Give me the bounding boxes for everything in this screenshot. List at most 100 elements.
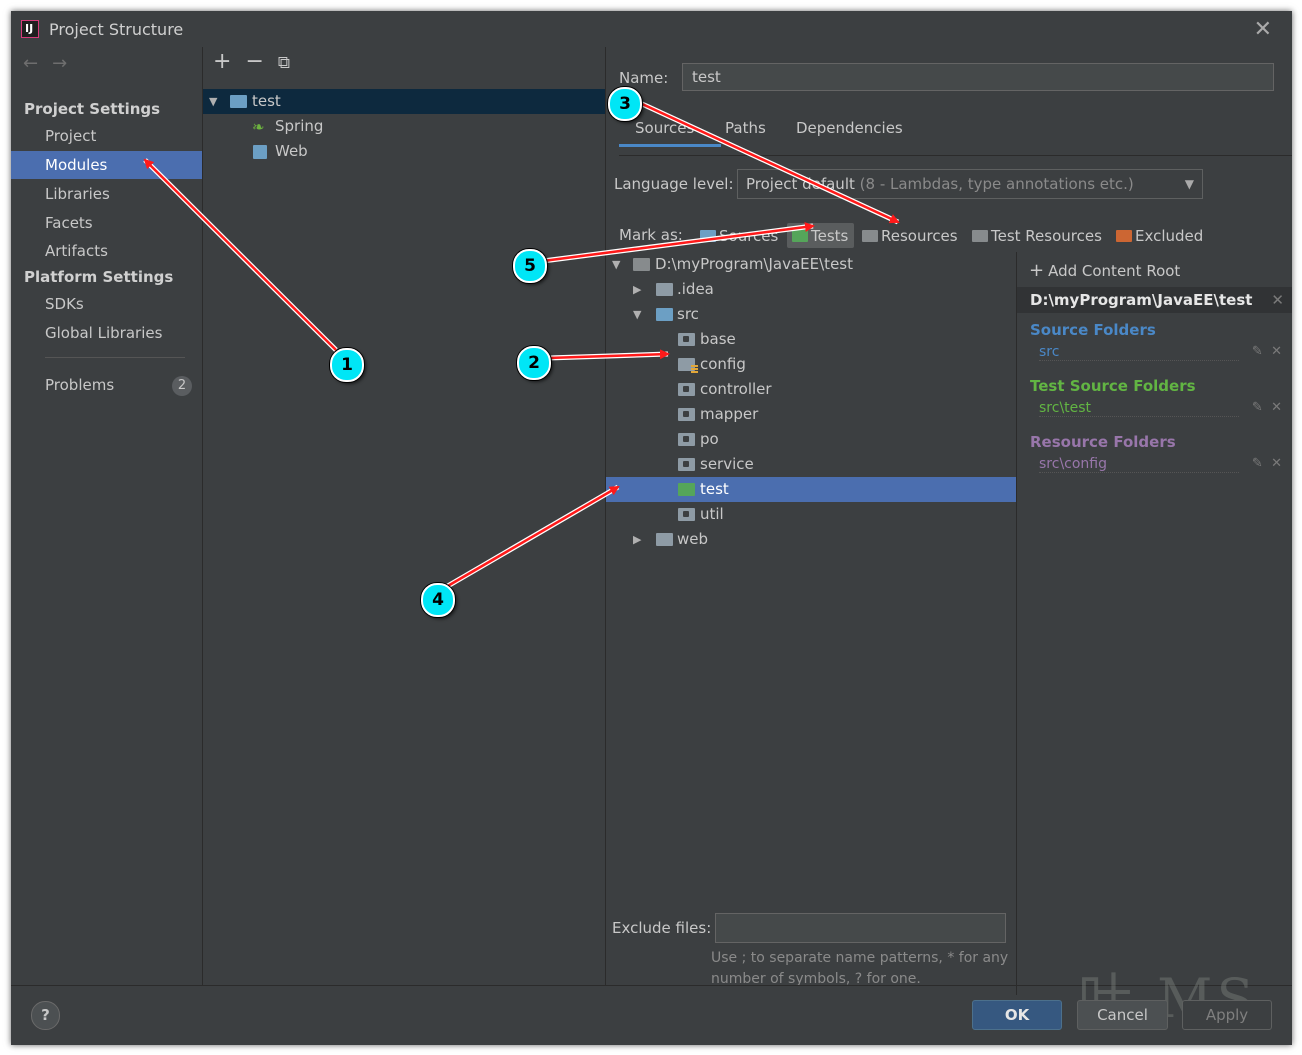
tree-item-mapper[interactable]: mapper bbox=[606, 402, 1016, 427]
tree-label: controller bbox=[700, 380, 772, 398]
remove-icon[interactable]: ✕ bbox=[1271, 344, 1282, 359]
folder-icon bbox=[656, 283, 673, 296]
tree-label: test bbox=[700, 480, 729, 498]
language-level-select[interactable]: Project default (8 - Lambdas, type annot… bbox=[737, 169, 1203, 199]
facet-label: Web bbox=[275, 142, 308, 160]
callout-5: 5 bbox=[513, 249, 547, 283]
source-folders-heading: Source Folders bbox=[1030, 321, 1156, 339]
tree-item-web[interactable]: ▶ web bbox=[606, 527, 1016, 552]
expand-triangle-icon[interactable]: ▼ bbox=[633, 308, 642, 321]
expand-triangle-icon[interactable]: ▼ bbox=[612, 258, 621, 271]
folder-actions: ✎ ✕ bbox=[1252, 456, 1282, 471]
cancel-button[interactable]: Cancel bbox=[1077, 1000, 1168, 1030]
mark-resources-button[interactable]: Resources bbox=[862, 227, 958, 245]
folder-icon bbox=[633, 258, 650, 271]
forward-arrow-icon[interactable]: → bbox=[52, 53, 68, 74]
module-name-input[interactable]: test bbox=[682, 63, 1274, 91]
test-folder-icon bbox=[678, 483, 695, 496]
test-source-folder-item[interactable]: src\test bbox=[1039, 400, 1239, 417]
mark-excluded-label: Excluded bbox=[1135, 227, 1204, 245]
name-label: Name: bbox=[619, 69, 669, 87]
mark-tests-button[interactable]: Tests bbox=[792, 227, 848, 245]
mark-resources-label: Resources bbox=[881, 227, 958, 245]
add-icon[interactable]: + bbox=[213, 49, 232, 74]
package-icon bbox=[678, 383, 695, 396]
resources-folder-icon bbox=[862, 230, 878, 242]
collapse-triangle-icon[interactable]: ▶ bbox=[633, 283, 642, 296]
tree-label: service bbox=[700, 455, 754, 473]
mark-excluded-button[interactable]: Excluded bbox=[1116, 227, 1203, 245]
sidebar-item-libraries[interactable]: Libraries bbox=[45, 185, 110, 203]
mark-tests-label: Tests bbox=[811, 227, 849, 245]
edit-icon[interactable]: ✎ bbox=[1251, 456, 1263, 471]
tree-label: web bbox=[677, 530, 709, 548]
title-bar: IJ Project Structure ✕ bbox=[11, 11, 1292, 47]
tab-paths[interactable]: Paths bbox=[725, 119, 766, 137]
sidebar-item-project[interactable]: Project bbox=[45, 127, 97, 145]
tree-item-controller[interactable]: controller bbox=[606, 377, 1016, 402]
tree-item-util[interactable]: util bbox=[606, 502, 1016, 527]
source-folder-item[interactable]: src bbox=[1039, 344, 1239, 361]
ok-button[interactable]: OK bbox=[972, 1000, 1062, 1030]
remove-icon[interactable]: − bbox=[245, 49, 264, 74]
exclude-files-input[interactable] bbox=[715, 913, 1006, 943]
tree-item-idea[interactable]: ▶ .idea bbox=[606, 277, 1016, 302]
folder-tree: ▼ D:\myProgram\JavaEE\test ▶ .idea ▼ src… bbox=[606, 252, 1016, 912]
tree-root[interactable]: ▼ D:\myProgram\JavaEE\test bbox=[606, 252, 1016, 277]
source-folder-icon bbox=[656, 308, 673, 321]
sidebar-item-global-libraries[interactable]: Global Libraries bbox=[45, 324, 163, 342]
tab-sources[interactable]: Sources bbox=[635, 119, 695, 137]
tree-item-test[interactable]: test bbox=[606, 477, 1016, 502]
tree-label: D:\myProgram\JavaEE\test bbox=[655, 255, 853, 273]
nav-arrows: ←→ bbox=[23, 53, 81, 74]
tree-item-po[interactable]: po bbox=[606, 427, 1016, 452]
tree-label: mapper bbox=[700, 405, 759, 423]
sidebar-item-problems[interactable]: Problems 2 bbox=[11, 371, 202, 399]
intellij-icon: IJ bbox=[21, 20, 39, 38]
package-icon bbox=[678, 458, 695, 471]
add-content-root-button[interactable]: +Add Content Root bbox=[1029, 260, 1180, 281]
edit-icon[interactable]: ✎ bbox=[1251, 344, 1263, 359]
plus-icon: + bbox=[1029, 260, 1045, 281]
expand-triangle-icon[interactable]: ▼ bbox=[209, 95, 218, 108]
mark-test-resources-button[interactable]: Test Resources bbox=[972, 227, 1102, 245]
tree-label: config bbox=[700, 355, 746, 373]
folder-icon bbox=[656, 533, 673, 546]
collapse-triangle-icon[interactable]: ▶ bbox=[633, 533, 642, 546]
sidebar-item-artifacts[interactable]: Artifacts bbox=[45, 242, 108, 260]
tree-label: base bbox=[700, 330, 736, 348]
help-button[interactable]: ? bbox=[31, 1001, 60, 1030]
apply-button[interactable]: Apply bbox=[1182, 1000, 1272, 1030]
tree-item-base[interactable]: base bbox=[606, 327, 1016, 352]
sidebar-item-facets[interactable]: Facets bbox=[45, 214, 93, 232]
tabs-divider bbox=[619, 155, 1292, 156]
facet-row-web[interactable]: Web bbox=[203, 139, 605, 164]
remove-root-icon[interactable]: ✕ bbox=[1271, 291, 1284, 309]
tree-item-src[interactable]: ▼ src bbox=[606, 302, 1016, 327]
resource-folder-icon bbox=[678, 358, 698, 373]
back-arrow-icon[interactable]: ← bbox=[23, 53, 39, 74]
sidebar-item-modules[interactable]: Modules bbox=[11, 151, 202, 179]
resource-folder-item[interactable]: src\config bbox=[1039, 456, 1239, 473]
test-source-folders-heading: Test Source Folders bbox=[1030, 377, 1196, 395]
sidebar-divider bbox=[45, 357, 185, 358]
module-row-test[interactable]: ▼ test bbox=[203, 89, 605, 114]
copy-icon[interactable]: ⧉ bbox=[277, 53, 291, 73]
callout-4: 4 bbox=[421, 583, 455, 617]
exclude-files-label: Exclude files: bbox=[612, 919, 712, 937]
tree-item-service[interactable]: service bbox=[606, 452, 1016, 477]
remove-icon[interactable]: ✕ bbox=[1271, 456, 1282, 471]
tree-item-config[interactable]: config bbox=[606, 352, 1016, 377]
mark-sources-button[interactable]: Sources bbox=[700, 227, 778, 245]
close-icon[interactable]: ✕ bbox=[1253, 17, 1272, 42]
edit-icon[interactable]: ✎ bbox=[1251, 400, 1263, 415]
sidebar-item-sdks[interactable]: SDKs bbox=[45, 295, 84, 313]
callout-3: 3 bbox=[608, 87, 642, 121]
footer-divider bbox=[11, 985, 1292, 986]
facet-row-spring[interactable]: ❧ Spring bbox=[203, 114, 605, 139]
folder-actions: ✎ ✕ bbox=[1252, 400, 1282, 415]
spring-leaf-icon: ❧ bbox=[252, 118, 265, 136]
tab-dependencies[interactable]: Dependencies bbox=[796, 119, 903, 137]
module-label: test bbox=[252, 92, 281, 110]
remove-icon[interactable]: ✕ bbox=[1271, 400, 1282, 415]
